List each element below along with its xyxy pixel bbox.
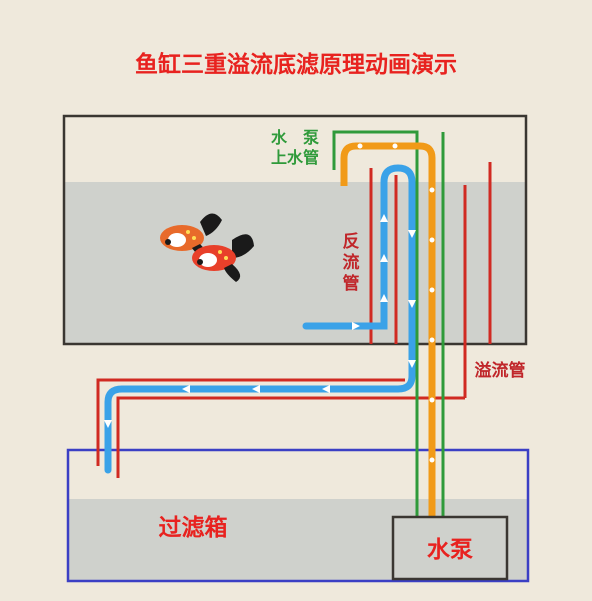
return-pipe-label-3: 管: [343, 273, 360, 294]
pump-pipe-label-bottom: 上水管: [271, 148, 319, 167]
flow-arrow: [104, 420, 112, 428]
return-pipe-label-1: 反: [343, 232, 360, 252]
tank-water: [64, 182, 526, 344]
flow-dot: [429, 337, 435, 343]
flow-dot: [429, 187, 435, 193]
flow-dot: [429, 237, 435, 243]
water-flow-path: [104, 164, 416, 474]
filter-box: [66, 448, 530, 583]
flow-arrow: [182, 385, 190, 393]
flow-arrow: [322, 385, 330, 393]
filter-box-label: 过滤箱: [159, 514, 228, 541]
flow-arrow: [408, 360, 416, 368]
inlet-pipe-orange: [340, 142, 436, 518]
water-flow: [104, 164, 416, 474]
flow-arrow: [380, 294, 388, 302]
flow-arrow: [380, 214, 388, 222]
goldfish-icon: [192, 234, 254, 282]
flow-dot: [357, 143, 363, 149]
pump-pipe-label-top: 水 泵: [271, 128, 319, 147]
flow-arrow: [408, 230, 416, 238]
goldfish-icon: [160, 213, 222, 262]
inlet-pipe-green: [332, 130, 419, 518]
flow-arrow: [252, 385, 260, 393]
flow-dot: [429, 287, 435, 293]
pump-label: 水泵: [427, 537, 473, 563]
overflow-pipe-group: [96, 162, 492, 478]
flow-dot: [392, 143, 398, 149]
return-pipe-label-2: 流: [343, 252, 360, 273]
flow-arrow: [352, 322, 360, 330]
diagram-title: 鱼缸三重溢流底滤原理动画演示: [135, 51, 457, 78]
overflow-pipe-inner: [116, 396, 465, 478]
aquarium-tank: [62, 114, 528, 346]
flow-arrows: [104, 214, 416, 428]
flow-arrow: [380, 254, 388, 262]
overflow-pipe-outer: [96, 378, 405, 466]
pump: [391, 515, 509, 581]
flow-dots: [357, 143, 435, 463]
flow-dot: [429, 397, 435, 403]
flow-arrow: [408, 300, 416, 308]
overflow-pipe-label: 溢流管: [475, 360, 526, 381]
flow-dot: [429, 457, 435, 463]
